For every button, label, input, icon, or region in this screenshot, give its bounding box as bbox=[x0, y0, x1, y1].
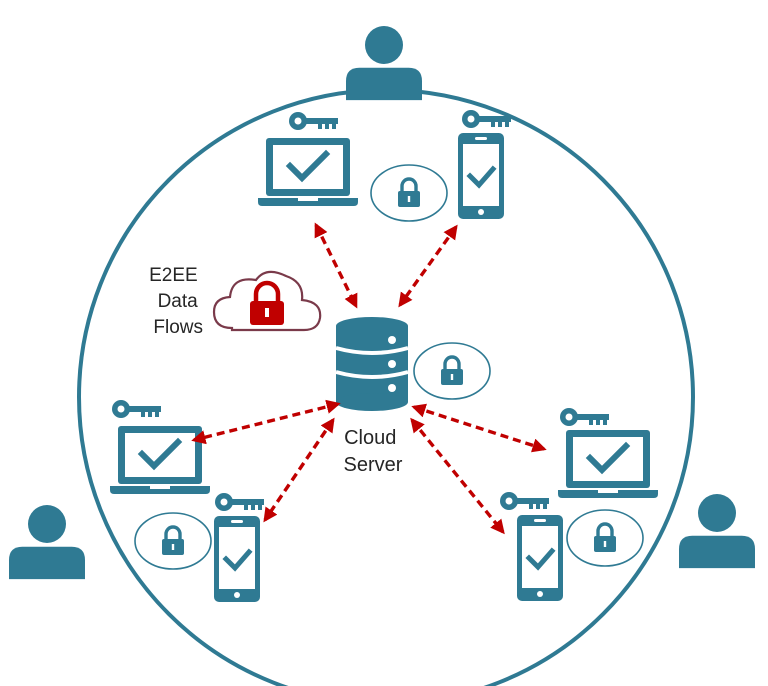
e2ee-label-line2: Data bbox=[158, 291, 199, 312]
lock-icon-right bbox=[565, 508, 645, 568]
data-flow-arrows bbox=[191, 222, 547, 535]
laptop-icon-top bbox=[258, 138, 358, 206]
lock-icon-center bbox=[412, 341, 492, 401]
server-label-line2: Server bbox=[344, 454, 403, 476]
database-server-icon bbox=[335, 317, 409, 411]
arrow-top-phone bbox=[398, 224, 458, 308]
arrow-right-phone bbox=[410, 417, 505, 535]
laptop-icon-right bbox=[558, 430, 658, 498]
phone-icon-top bbox=[458, 133, 504, 219]
svg-text:E2EE Data Flows: E2EE Data Flows bbox=[149, 265, 203, 338]
arrow-top-laptop bbox=[314, 222, 358, 309]
lock-icon-left bbox=[133, 511, 213, 571]
phone-icon-left bbox=[214, 516, 260, 602]
key-icon-top-laptop bbox=[289, 112, 338, 130]
arrow-left-phone bbox=[263, 417, 335, 523]
lock-icon-top bbox=[369, 163, 449, 223]
cloud-lock-icon bbox=[212, 270, 322, 332]
e2ee-label-line1: E2EE bbox=[149, 265, 198, 286]
key-icon-right-laptop bbox=[560, 408, 609, 426]
user-icon-left bbox=[8, 505, 85, 580]
user-icon-right bbox=[679, 494, 755, 569]
svg-text:Cloud Server: Cloud Server bbox=[344, 427, 403, 476]
key-icon-left-laptop bbox=[112, 400, 161, 418]
user-icon-top bbox=[346, 26, 422, 101]
key-icon-right-phone bbox=[500, 492, 549, 510]
arrow-left-laptop bbox=[191, 399, 341, 445]
e2ee-label-line3: Flows bbox=[153, 317, 203, 338]
key-icon-left-phone bbox=[215, 493, 264, 511]
laptop-icon-left bbox=[110, 426, 210, 494]
server-label-line1: Cloud bbox=[344, 427, 396, 449]
arrow-right-laptop bbox=[411, 403, 547, 453]
phone-icon-right bbox=[517, 515, 563, 601]
